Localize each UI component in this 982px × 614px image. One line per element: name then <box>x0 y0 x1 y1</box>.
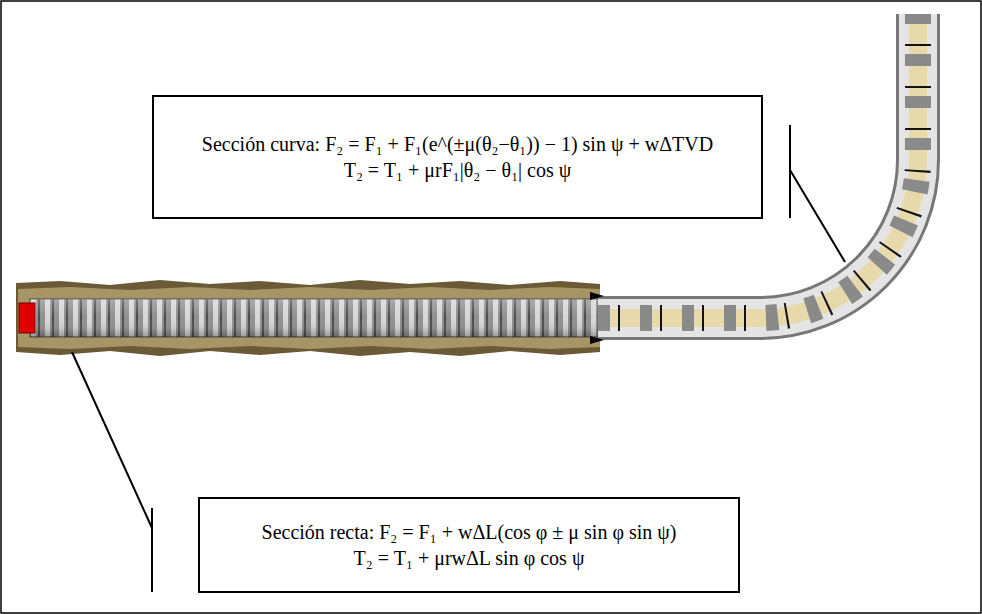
junction-wedge <box>590 292 604 300</box>
leader-line <box>72 352 152 528</box>
formula-text: Sección curva: F₂ = F₁ + F₁(e^(±μ(θ₂−θ₁)… <box>202 131 713 157</box>
threaded-pipe <box>30 299 598 337</box>
bracket <box>151 508 153 592</box>
formula-text: T₂ = T₁ + μrwΔL sin φ cos ψ <box>354 545 585 571</box>
formula-text: T₂ = T₁ + μrF₁|θ₂ − θ₁| cos ψ <box>344 157 572 183</box>
formula-text: Sección recta: F₂ = F₁ + wΔL(cos φ ± μ s… <box>262 519 677 545</box>
leader-line <box>790 170 845 262</box>
junction-wedge <box>590 336 604 344</box>
borehole <box>18 287 600 349</box>
drill-bit <box>19 303 35 333</box>
formula-box: Sección curva: F₂ = F₁ + F₁(e^(±μ(θ₂−θ₁)… <box>152 95 763 219</box>
formula-box: Sección recta: F₂ = F₁ + wΔL(cos φ ± μ s… <box>198 497 740 593</box>
pipe-shading <box>30 299 598 337</box>
borehole-wall <box>16 280 600 356</box>
